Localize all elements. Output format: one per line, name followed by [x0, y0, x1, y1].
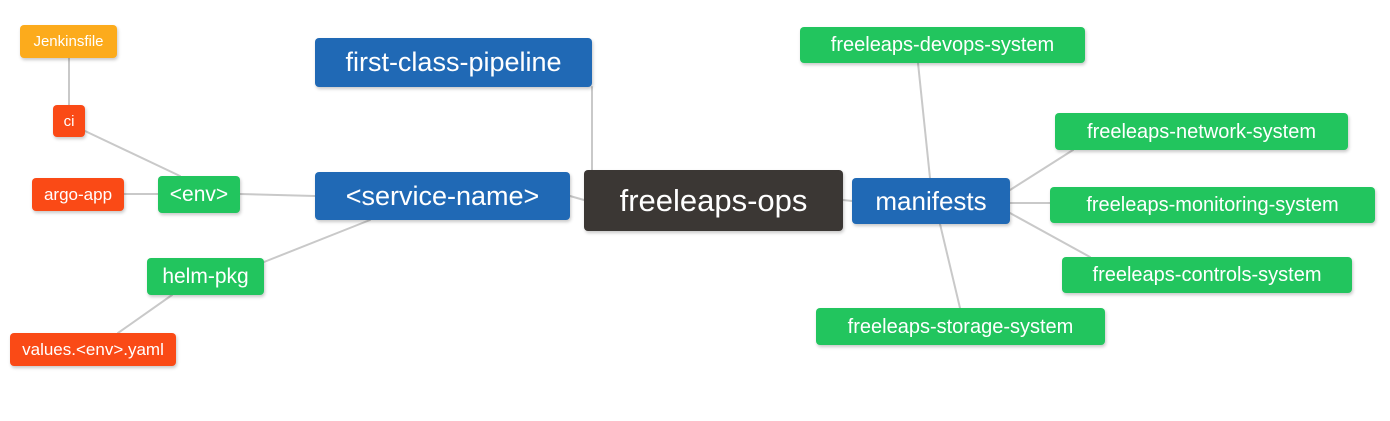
node-label: freeleaps-devops-system — [830, 34, 1055, 56]
node-label: freeleaps-ops — [619, 183, 808, 218]
node-storage-system[interactable]: freeleaps-storage-system — [816, 308, 1105, 345]
node-label: values.<env>.yaml — [22, 340, 164, 359]
node-label: argo-app — [43, 185, 113, 204]
edge-helm-pkg-to-values-yaml — [117, 294, 173, 334]
node-controls-system[interactable]: freeleaps-controls-system — [1062, 257, 1352, 293]
node-label: ci — [63, 112, 75, 130]
edge-freeleaps-ops-to-manifests — [842, 199, 853, 202]
edge-manifests-to-network-system — [1009, 149, 1074, 191]
edge-manifests-to-storage-system — [939, 223, 961, 309]
node-label: manifests — [875, 186, 987, 216]
edge-freeleaps-ops-to-service-name — [569, 195, 585, 201]
node-label: freeleaps-storage-system — [847, 315, 1074, 338]
node-argo-app[interactable]: argo-app — [32, 178, 124, 211]
node-ci[interactable]: ci — [53, 105, 85, 137]
node-label: first-class-pipeline — [345, 47, 562, 77]
node-env[interactable]: <env> — [158, 176, 240, 213]
node-label: freeleaps-controls-system — [1092, 264, 1322, 286]
edge-manifests-to-controls-system — [1009, 212, 1091, 258]
node-service-name[interactable]: <service-name> — [315, 172, 570, 220]
node-freeleaps-ops[interactable]: freeleaps-ops — [584, 170, 843, 231]
node-network-system[interactable]: freeleaps-network-system — [1055, 113, 1348, 150]
node-label: freeleaps-monitoring-system — [1086, 194, 1339, 216]
node-label: <env> — [169, 183, 229, 206]
edge-service-name-to-env — [239, 193, 316, 197]
node-manifests[interactable]: manifests — [852, 178, 1010, 224]
node-jenkinsfile[interactable]: Jenkinsfile — [20, 25, 117, 58]
node-helm-pkg[interactable]: helm-pkg — [147, 258, 264, 295]
edge-service-name-to-helm-pkg — [263, 219, 371, 263]
node-monitoring-system[interactable]: freeleaps-monitoring-system — [1050, 187, 1375, 223]
node-label: helm-pkg — [162, 265, 249, 288]
node-label: Jenkinsfile — [33, 33, 104, 50]
edge-env-to-ci — [84, 130, 181, 177]
node-first-class-pipeline[interactable]: first-class-pipeline — [315, 38, 592, 87]
node-devops-system[interactable]: freeleaps-devops-system — [800, 27, 1085, 63]
node-label: <service-name> — [345, 180, 540, 211]
node-values-yaml[interactable]: values.<env>.yaml — [10, 333, 176, 366]
node-label: freeleaps-network-system — [1087, 120, 1316, 143]
edge-manifests-to-devops-system — [917, 62, 931, 179]
